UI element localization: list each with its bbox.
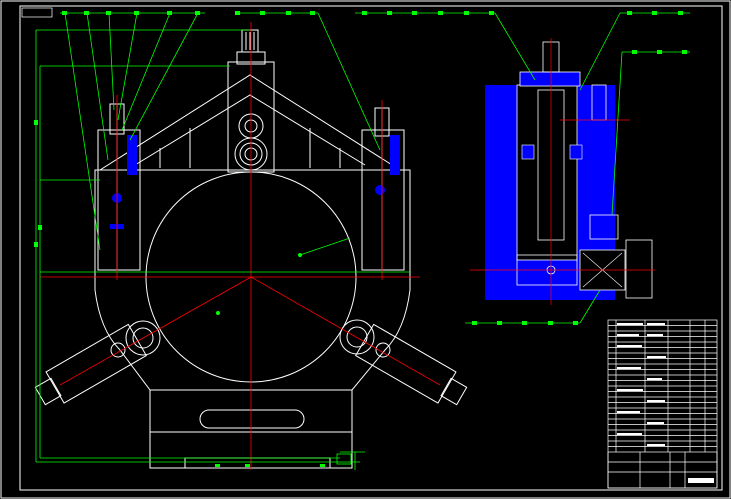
left-column-hatch [127, 135, 137, 175]
section-end-cap [625, 239, 653, 299]
leader-5 [121, 12, 171, 131]
section-right-leader-1 [579, 12, 621, 91]
left-arm-pivot-inner [132, 327, 154, 349]
right-arm-pivot-outer [339, 319, 375, 355]
title-block-fills [617, 323, 714, 483]
top-left-label-box [21, 7, 53, 18]
left-clamp-column [97, 129, 141, 271]
leader-3 [108, 12, 115, 111]
right-clamp-column [361, 129, 405, 271]
top-truss-frame [99, 74, 401, 171]
section-top-cap [519, 71, 581, 87]
top-truss-inner [134, 94, 366, 166]
left-arm-centerline [59, 276, 252, 386]
leader-right-diag [317, 12, 381, 151]
right-nut-hatch [375, 185, 385, 195]
right-arm-pivot-inner [346, 326, 368, 348]
radius-leader [299, 237, 351, 256]
right-arm-centerline [250, 276, 441, 386]
title-block-rows [608, 325, 717, 447]
main-view-dimensions [35, 12, 410, 470]
main-view-dimension-ticks [34, 11, 325, 467]
left-arm-pivot-outer [125, 320, 161, 356]
leader-1 [64, 12, 101, 251]
right-arm-pin [375, 342, 391, 358]
leader-2 [86, 12, 109, 161]
section-view-dimension-ticks [362, 11, 687, 325]
section-right-leader-2 [611, 51, 623, 216]
section-bottom-leader [579, 289, 601, 324]
right-column-hatch [390, 135, 400, 175]
section-view [470, 38, 655, 305]
base-slot [199, 409, 305, 429]
section-spring-right [569, 144, 583, 160]
base-bottom-foot [184, 457, 331, 469]
section-small-bolt [589, 214, 619, 240]
inner-drawing-frame [19, 5, 723, 491]
section-spring-left [521, 144, 535, 160]
centerlines [40, 22, 441, 470]
title-block-lower-frame [607, 451, 718, 489]
left-arm-pin [110, 342, 126, 358]
left-clamp-arm [34, 323, 148, 406]
section-top-leader [494, 12, 536, 81]
title-block [607, 319, 718, 489]
section-bore [516, 84, 578, 261]
fixture-body-outline [94, 169, 411, 391]
leader-6 [129, 12, 199, 141]
right-clamp-arm [354, 323, 468, 406]
leader-4 [117, 12, 138, 121]
bottom-dim-box [336, 453, 352, 465]
